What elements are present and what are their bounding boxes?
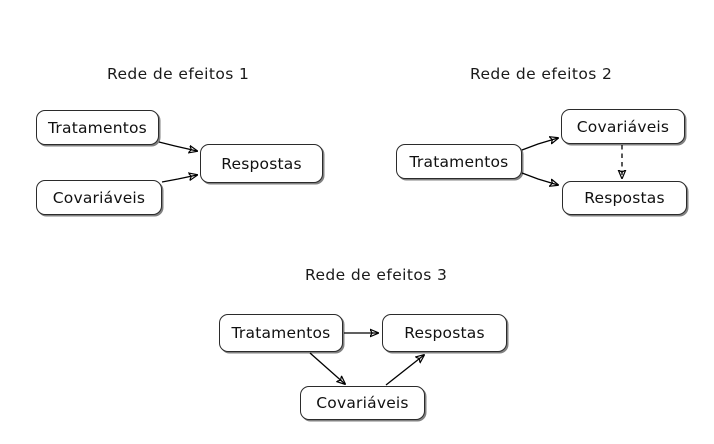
node-respostas-panel-2[interactable]: Respostas [562, 181, 687, 215]
edge-covariaveis-to-respostas-panel-1 [161, 175, 197, 183]
edge-tratamentos-to-covariaveis-panel-2 [521, 138, 558, 151]
edge-tratamentos-to-covariaveis-panel-3 [309, 352, 345, 384]
panel-1-title: Rede de efeitos 1 [107, 65, 250, 83]
node-respostas-panel-3[interactable]: Respostas [382, 314, 507, 352]
node-tratamentos-panel-1[interactable]: Tratamentos [36, 110, 159, 145]
panel-3-title: Rede de efeitos 3 [305, 266, 448, 284]
node-tratamentos-panel-2[interactable]: Tratamentos [396, 144, 522, 179]
edge-tratamentos-to-respostas-panel-2 [521, 172, 558, 185]
edge-covariaveis-to-respostas-panel-3 [385, 355, 424, 386]
panel-2-title: Rede de efeitos 2 [470, 65, 613, 83]
edge-tratamentos-to-respostas-panel-1 [158, 141, 197, 151]
node-tratamentos-panel-3[interactable]: Tratamentos [219, 314, 343, 352]
node-covariaveis-panel-3[interactable]: Covariáveis [300, 386, 425, 420]
node-respostas-panel-1[interactable]: Respostas [200, 144, 323, 183]
node-covariaveis-panel-1[interactable]: Covariáveis [36, 180, 162, 215]
node-covariaveis-panel-2[interactable]: Covariáveis [561, 109, 685, 144]
